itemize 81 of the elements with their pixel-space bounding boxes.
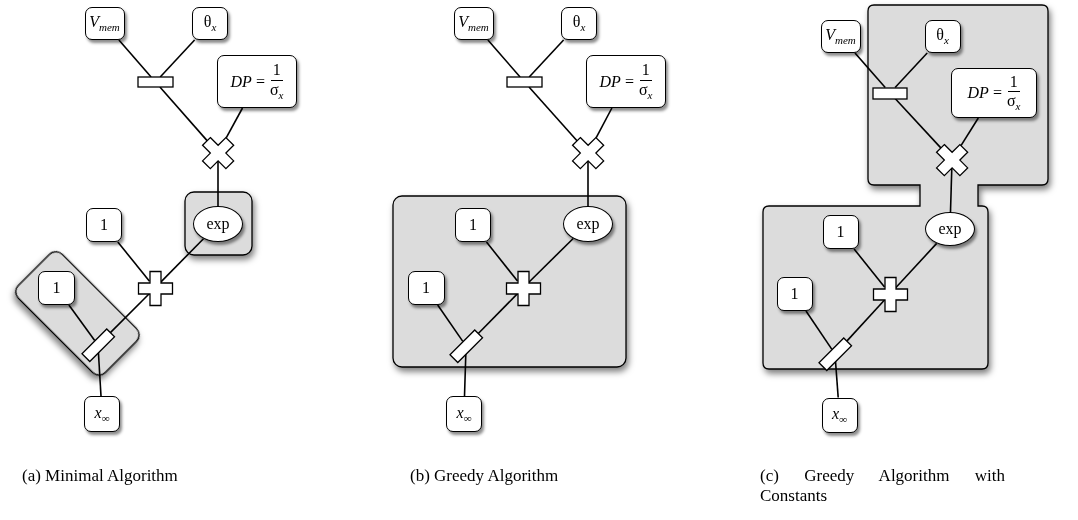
subfigure-caption: (c) Greedy Algorithm with Constants xyxy=(760,466,1005,506)
node-label: x$_{∞}$ xyxy=(456,403,472,425)
operand-box xyxy=(407,271,445,305)
operand-box xyxy=(455,208,491,242)
subfigure-caption: (a) Minimal Algorithm xyxy=(22,466,179,486)
connector-line xyxy=(477,292,519,335)
bar-symbol xyxy=(136,75,175,89)
fraction-numerator: 1 xyxy=(270,61,283,81)
node-label: 1 xyxy=(100,216,108,234)
connector-line xyxy=(436,304,464,343)
connector-line xyxy=(894,97,942,149)
connector-line xyxy=(68,304,96,342)
operand-box xyxy=(86,208,122,242)
operand-box xyxy=(217,55,297,108)
connector-line xyxy=(159,39,196,78)
connector-line xyxy=(485,241,519,282)
connector-line xyxy=(159,86,208,142)
connector-line xyxy=(587,160,589,207)
node-label: θ$_{x}$ xyxy=(203,13,217,34)
node-label: θ$_{x}$ xyxy=(936,26,949,47)
bar-symbol xyxy=(871,85,909,101)
connector-line xyxy=(217,160,219,207)
fraction-numerator: 1 xyxy=(639,61,652,81)
operand-box xyxy=(586,55,666,108)
node-label: DP = xyxy=(230,72,265,91)
operand-box xyxy=(820,20,861,53)
fraction-numerator: 1 xyxy=(1007,72,1020,93)
connector-line xyxy=(109,292,151,334)
connector-line xyxy=(117,241,151,282)
connector-line xyxy=(527,237,574,284)
connector-line xyxy=(118,39,152,78)
operand-box xyxy=(84,7,125,40)
fraction-denominator: σ$_{x}$ xyxy=(1006,92,1021,114)
connector-line xyxy=(595,107,613,139)
node-label: exp xyxy=(206,215,230,233)
node-label: x$_{∞}$ xyxy=(94,403,110,425)
connector-line xyxy=(894,242,938,289)
connector-line xyxy=(949,167,953,213)
node-label: 1 xyxy=(422,279,430,297)
connector-line xyxy=(159,237,205,284)
operand-box xyxy=(924,20,961,53)
node-label: 1 xyxy=(52,278,61,297)
operand-box xyxy=(453,7,494,40)
operand-box xyxy=(951,68,1037,118)
node-label: DP = xyxy=(599,72,634,91)
node-label: exp xyxy=(576,215,600,233)
node-label: 1 xyxy=(469,216,477,234)
connector-line xyxy=(528,39,565,78)
connector-line xyxy=(854,52,886,89)
subfigure-caption: (b) Greedy Algorithm xyxy=(410,466,560,486)
operand-box xyxy=(822,215,859,249)
fraction-denominator: σ$_{x}$ xyxy=(638,80,653,102)
fraction-denominator: σ$_{x}$ xyxy=(269,80,284,102)
connector-line xyxy=(225,107,244,139)
operand-box xyxy=(821,397,858,433)
node-label: x$_{∞}$ xyxy=(832,404,847,426)
operand-box xyxy=(776,277,813,311)
connector-line xyxy=(834,360,839,399)
node-label: 1 xyxy=(790,285,799,303)
node-label: 1 xyxy=(836,223,845,241)
connector-line xyxy=(894,52,928,89)
node-label: DP = xyxy=(967,84,1002,102)
node-label: V$_{mem}$ xyxy=(458,13,489,34)
connector-line xyxy=(846,299,886,342)
operand-box xyxy=(561,7,597,40)
connector-line xyxy=(487,39,521,78)
connector-line xyxy=(853,248,886,288)
connector-line xyxy=(528,86,578,142)
operand-box xyxy=(192,7,228,40)
operand-box xyxy=(446,396,482,432)
connector-line xyxy=(960,117,980,147)
bar-symbol xyxy=(505,75,544,89)
operand-box xyxy=(84,396,120,432)
node-label: V$_{mem}$ xyxy=(825,26,856,47)
node-label: θ$_{x}$ xyxy=(572,13,586,34)
connector-line xyxy=(463,353,467,397)
connector-line xyxy=(97,351,102,397)
node-label: exp xyxy=(938,220,962,238)
connector-line xyxy=(805,310,833,351)
node-label: V$_{mem}$ xyxy=(89,13,120,34)
bar-symbol xyxy=(79,326,117,364)
